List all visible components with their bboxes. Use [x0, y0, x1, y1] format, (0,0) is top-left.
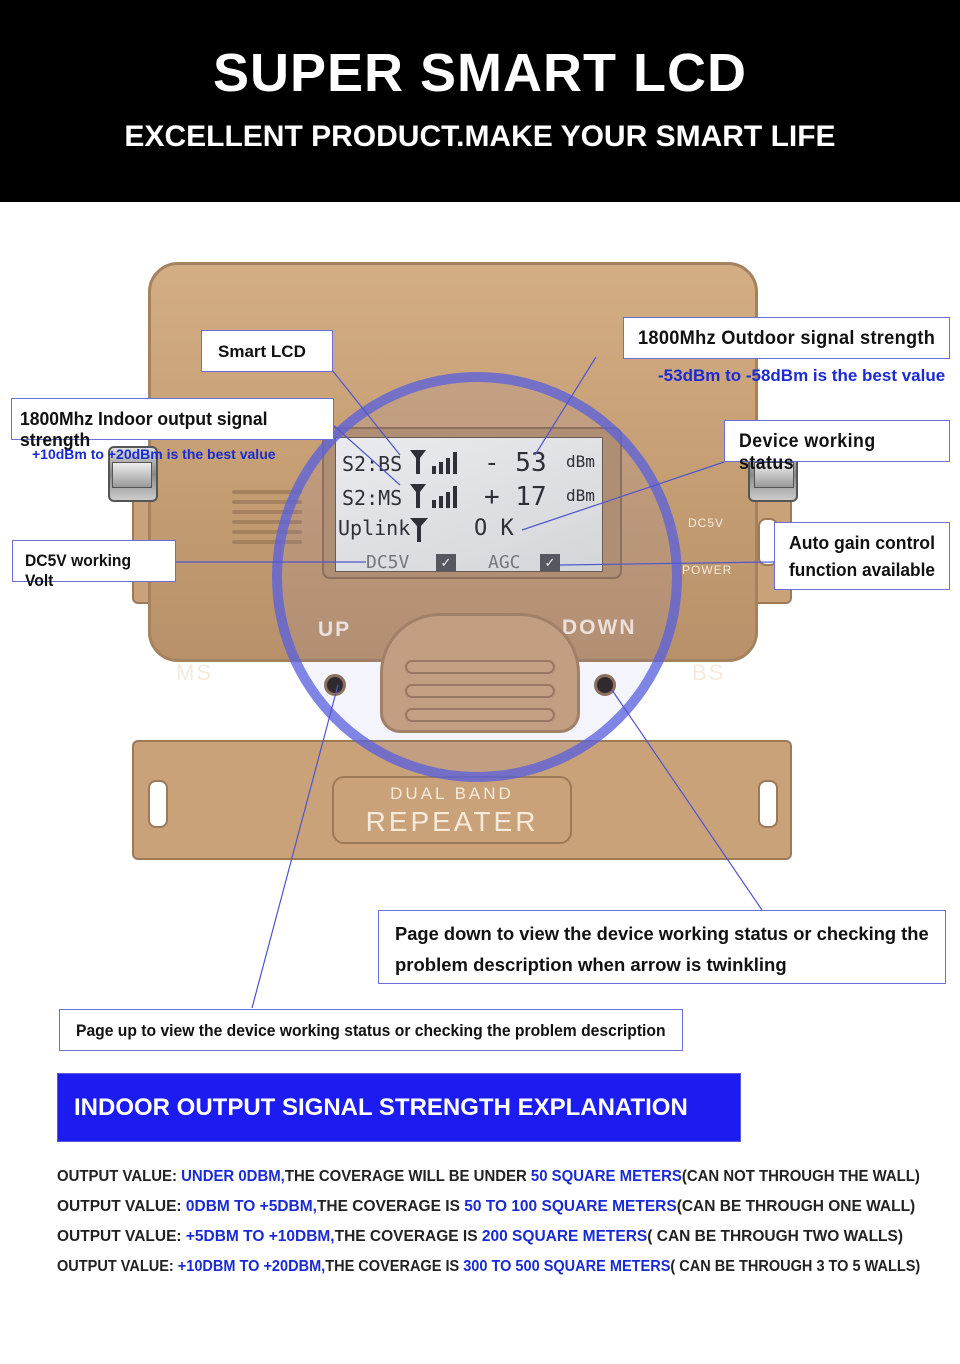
callout-dc5v: DC5V working Volt	[12, 540, 176, 590]
callout-smart-lcd-text: Smart LCD	[218, 342, 306, 361]
line-mid: THE COVERAGE WILL BE UNDER	[284, 1168, 531, 1185]
line-range: +10DBM TO +20DBM,	[177, 1258, 326, 1275]
line-area: 50 SQUARE METERS	[530, 1168, 682, 1185]
line-prefix: OUTPUT VALUE:	[57, 1228, 186, 1245]
explanation-line: OUTPUT VALUE: +5DBM TO +10DBM,THE COVERA…	[57, 1228, 903, 1246]
outdoor-best-value-note: -53dBm to -58dBm is the best value	[658, 366, 946, 385]
explanation-line: OUTPUT VALUE: 0DBM TO +5DBM,THE COVERAGE…	[57, 1198, 915, 1216]
callout-page-up: Page up to view the device working statu…	[59, 1009, 683, 1051]
callout-page-down-line2: problem description when arrow is twinkl…	[395, 954, 787, 975]
line-mid: THE COVERAGE IS	[334, 1228, 482, 1245]
vent-slot	[232, 510, 302, 514]
vent-slot	[232, 490, 302, 494]
callout-indoor-text: 1800Mhz Indoor output signal strength	[20, 409, 268, 450]
line-range: +5DBM TO +10DBM,	[185, 1228, 335, 1245]
vent-slot	[232, 520, 302, 524]
vent-slot	[232, 500, 302, 504]
callout-page-down-line1: Page down to view the device working sta…	[395, 923, 929, 944]
power-led-label: POWER	[682, 563, 733, 577]
line-suffix: (CAN BE THROUGH ONE WALL)	[676, 1198, 916, 1215]
explanation-banner: INDOOR OUTPUT SIGNAL STRENGTH EXPLANATIO…	[57, 1073, 741, 1142]
explanation-line: OUTPUT VALUE: +10DBM TO +20DBM,THE COVER…	[57, 1258, 920, 1276]
line-prefix: OUTPUT VALUE:	[57, 1168, 182, 1185]
callout-page-down: Page down to view the device working sta…	[378, 910, 946, 984]
vent-slot	[232, 530, 302, 534]
vent-slot	[232, 540, 302, 544]
callout-indoor-signal: 1800Mhz Indoor output signal strength	[11, 398, 334, 450]
callout-outdoor-signal: 1800Mhz Outdoor signal strength	[623, 317, 950, 359]
line-range: UNDER 0DBM,	[181, 1168, 285, 1185]
line-prefix: OUTPUT VALUE:	[57, 1258, 178, 1275]
callout-page-up-text: Page up to view the device working statu…	[76, 1021, 666, 1040]
page-subtitle: EXCELLENT PRODUCT.MAKE YOUR SMART LIFE	[124, 120, 836, 153]
line-mid: THE COVERAGE IS	[316, 1198, 465, 1215]
line-prefix: OUTPUT VALUE:	[57, 1198, 186, 1215]
ms-port-label: MS	[176, 660, 213, 685]
callout-dc5v-text: DC5V working Volt	[25, 551, 132, 590]
line-suffix: (CAN NOT THROUGH THE WALL)	[681, 1168, 920, 1185]
nameplate-subtitle: DUAL BAND	[390, 784, 514, 803]
explanation-title: INDOOR OUTPUT SIGNAL STRENGTH EXPLANATIO…	[74, 1094, 688, 1121]
callout-status-text: Device working status	[739, 431, 876, 474]
nameplate	[332, 776, 572, 844]
bracket-slot-left-bottom	[148, 780, 168, 828]
callout-smart-lcd: Smart LCD	[201, 330, 333, 372]
line-mid: THE COVERAGE IS	[325, 1258, 464, 1275]
explanation-line: OUTPUT VALUE: UNDER 0DBM,THE COVERAGE WI…	[57, 1168, 920, 1186]
dc5v-led-label: DC5V	[688, 516, 725, 530]
line-suffix: ( CAN BE THROUGH 3 TO 5 WALLS)	[670, 1258, 921, 1275]
callout-agc-line1: Auto gain control	[789, 533, 935, 553]
line-area: 300 TO 500 SQUARE METERS	[463, 1258, 671, 1275]
bs-port-label: BS	[692, 660, 726, 685]
header-banner: SUPER SMART LCD EXCELLENT PRODUCT.MAKE Y…	[0, 0, 960, 202]
line-area: 50 TO 100 SQUARE METERS	[464, 1198, 677, 1215]
bracket-slot-right-bottom	[758, 780, 778, 828]
callout-outdoor-text: 1800Mhz Outdoor signal strength	[638, 328, 936, 349]
line-suffix: ( CAN BE THROUGH TWO WALLS)	[647, 1228, 904, 1245]
callout-agc-line2: function available	[789, 560, 936, 580]
ms-antenna-connector[interactable]	[108, 446, 158, 502]
line-range: 0DBM TO +5DBM,	[185, 1198, 317, 1215]
indoor-best-value-note: +10dBm to +20dBm is the best value	[32, 446, 276, 462]
page-title: SUPER SMART LCD	[212, 43, 747, 103]
callout-agc: Auto gain control function available	[774, 522, 950, 590]
callout-device-status: Device working status	[724, 420, 950, 474]
nameplate-title: REPEATER	[365, 806, 539, 837]
line-area: 200 SQUARE METERS	[481, 1228, 648, 1245]
